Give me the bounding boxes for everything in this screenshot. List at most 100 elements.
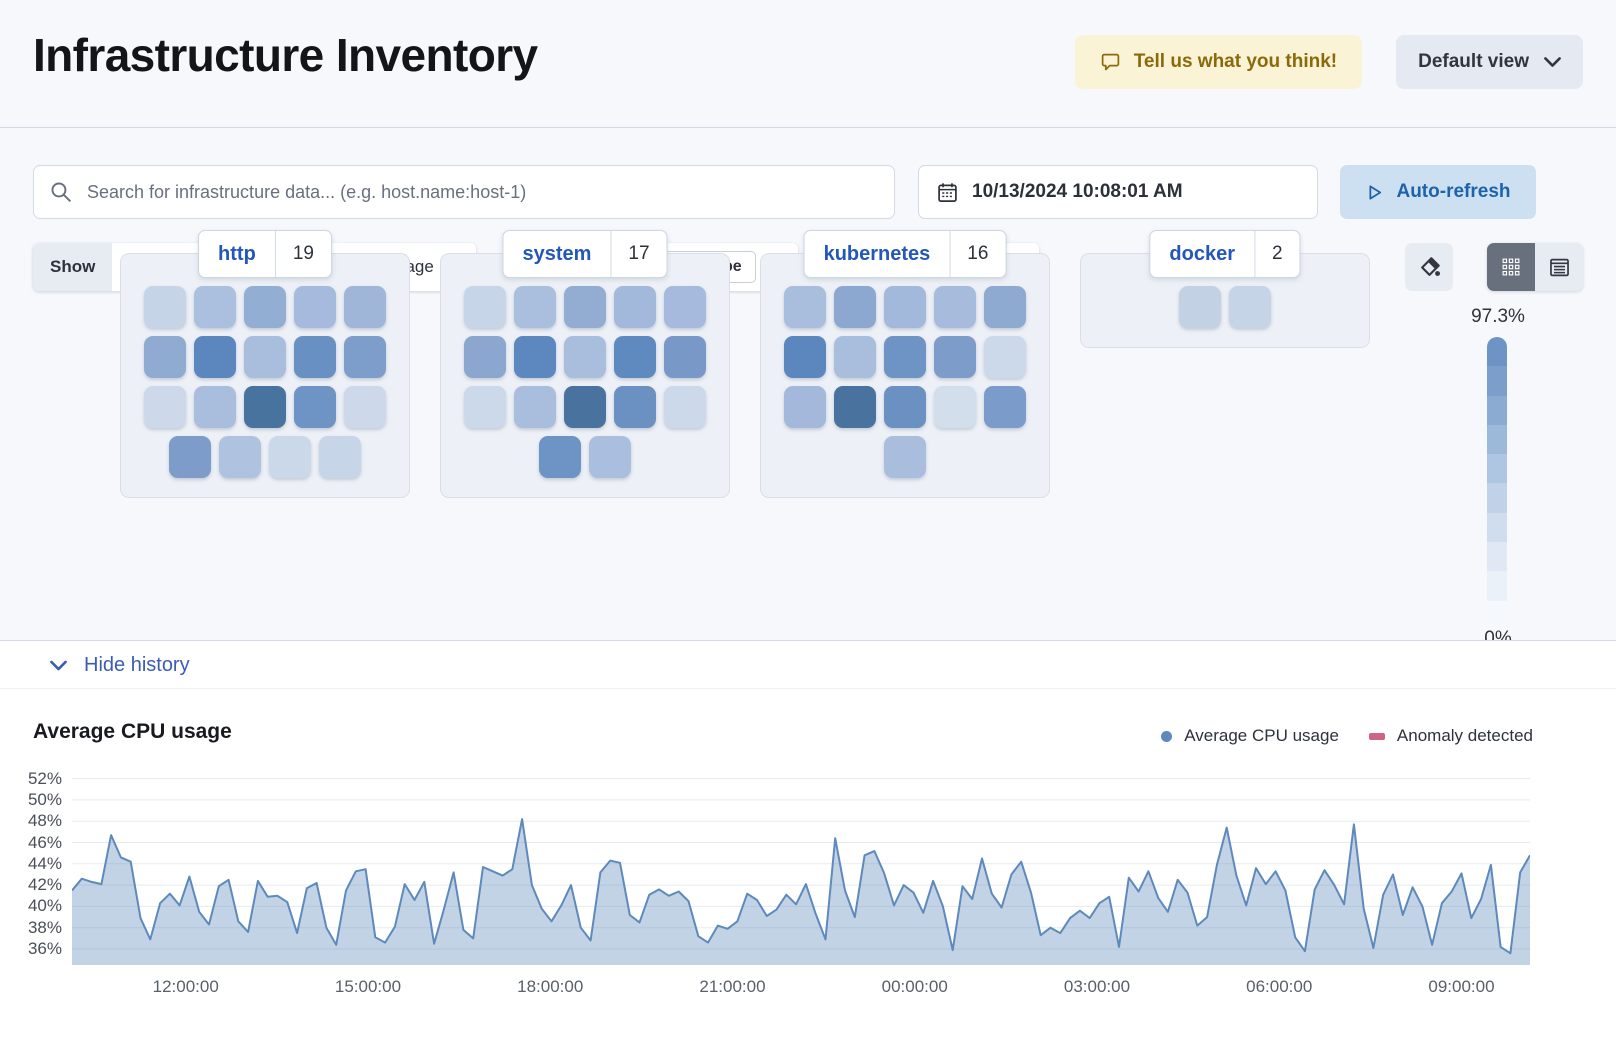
- host-tile[interactable]: [934, 336, 976, 378]
- host-tile[interactable]: [344, 286, 386, 328]
- scale-step: [1487, 483, 1507, 513]
- host-tile[interactable]: [884, 436, 926, 478]
- host-tile[interactable]: [194, 336, 236, 378]
- legend-label: Average CPU usage: [1184, 726, 1339, 745]
- host-tile[interactable]: [464, 336, 506, 378]
- play-icon: [1365, 183, 1384, 202]
- host-tile[interactable]: [614, 336, 656, 378]
- host-tile[interactable]: [294, 336, 336, 378]
- host-tile[interactable]: [589, 436, 631, 478]
- host-tile[interactable]: [614, 286, 656, 328]
- tile-grid: [1081, 254, 1369, 347]
- host-tile[interactable]: [564, 336, 606, 378]
- host-tile[interactable]: [244, 336, 286, 378]
- host-tile[interactable]: [144, 386, 186, 428]
- anomaly-swatch-icon: [1368, 732, 1385, 740]
- host-tile[interactable]: [984, 336, 1026, 378]
- host-tile[interactable]: [664, 336, 706, 378]
- history-bar: Hide history: [0, 642, 1616, 689]
- host-tile[interactable]: [244, 286, 286, 328]
- host-tile[interactable]: [1229, 286, 1271, 328]
- host-tile[interactable]: [144, 336, 186, 378]
- scale-step: [1487, 337, 1507, 367]
- host-tile[interactable]: [344, 386, 386, 428]
- host-tile[interactable]: [464, 286, 506, 328]
- grid-view-button[interactable]: [1487, 243, 1535, 291]
- hide-history-toggle[interactable]: Hide history: [44, 653, 196, 678]
- host-tile[interactable]: [834, 386, 876, 428]
- host-tile[interactable]: [294, 286, 336, 328]
- host-tile[interactable]: [194, 286, 236, 328]
- host-tile[interactable]: [984, 286, 1026, 328]
- host-tile[interactable]: [294, 386, 336, 428]
- host-tile[interactable]: [564, 286, 606, 328]
- calendar-icon: [937, 182, 958, 203]
- host-tile[interactable]: [344, 336, 386, 378]
- host-tile[interactable]: [1179, 286, 1221, 328]
- y-axis-label: 40%: [27, 896, 62, 916]
- x-axis-label: 21:00:00: [699, 977, 766, 996]
- host-tile[interactable]: [564, 386, 606, 428]
- scale-max-label: 97.3%: [1471, 306, 1525, 327]
- host-tile[interactable]: [539, 436, 581, 478]
- host-tile[interactable]: [144, 286, 186, 328]
- page-title: Infrastructure Inventory: [33, 29, 538, 81]
- host-tile[interactable]: [664, 386, 706, 428]
- auto-refresh-button[interactable]: Auto-refresh: [1340, 165, 1536, 219]
- host-tile[interactable]: [784, 386, 826, 428]
- host-tile[interactable]: [664, 286, 706, 328]
- host-tile[interactable]: [884, 336, 926, 378]
- host-tile[interactable]: [514, 286, 556, 328]
- host-tile[interactable]: [194, 386, 236, 428]
- legend-item-anomaly[interactable]: Anomaly detected: [1368, 726, 1533, 746]
- legend-item-cpu[interactable]: Average CPU usage: [1161, 726, 1339, 746]
- host-tile[interactable]: [884, 286, 926, 328]
- host-tile[interactable]: [319, 436, 361, 478]
- host-tile[interactable]: [514, 386, 556, 428]
- host-tile[interactable]: [219, 436, 261, 478]
- group-count: 2: [1254, 231, 1300, 277]
- group-count: 17: [610, 231, 666, 277]
- host-tile[interactable]: [984, 386, 1026, 428]
- host-tile[interactable]: [514, 336, 556, 378]
- group-badge-docker[interactable]: docker 2: [1149, 230, 1301, 278]
- host-tile[interactable]: [884, 386, 926, 428]
- hide-history-label: Hide history: [84, 653, 190, 676]
- host-tile[interactable]: [784, 336, 826, 378]
- group-count: 16: [949, 231, 1005, 277]
- paint-bucket-button[interactable]: [1405, 243, 1453, 291]
- table-view-button[interactable]: [1535, 243, 1583, 291]
- search-input[interactable]: [85, 180, 878, 204]
- host-tile[interactable]: [244, 386, 286, 428]
- host-tile[interactable]: [614, 386, 656, 428]
- x-axis-label: 00:00:00: [881, 977, 948, 996]
- host-tile[interactable]: [834, 286, 876, 328]
- grid-view-icon: [1502, 258, 1520, 276]
- host-tile[interactable]: [169, 436, 211, 478]
- y-axis-label: 50%: [27, 789, 62, 809]
- default-view-dropdown[interactable]: Default view: [1396, 35, 1583, 89]
- top-section: Infrastructure Inventory Tell us what yo…: [0, 29, 1616, 641]
- host-tile[interactable]: [464, 386, 506, 428]
- x-axis-label: 15:00:00: [334, 977, 402, 996]
- host-tile[interactable]: [934, 286, 976, 328]
- host-tile[interactable]: [934, 386, 976, 428]
- scale-step: [1487, 542, 1507, 572]
- feedback-button[interactable]: Tell us what you think!: [1074, 35, 1363, 89]
- chevron-down-icon: [1544, 57, 1561, 67]
- group-count: 19: [274, 231, 331, 277]
- view-mode-toggle: [1487, 243, 1583, 291]
- group-name: docker: [1169, 242, 1236, 265]
- host-tile[interactable]: [784, 286, 826, 328]
- speech-bubble-icon: [1100, 52, 1121, 73]
- y-axis-label: 52%: [27, 768, 62, 788]
- host-tile[interactable]: [834, 336, 876, 378]
- date-picker[interactable]: 10/13/2024 10:08:01 AM: [918, 165, 1318, 219]
- host-tile[interactable]: [269, 436, 311, 478]
